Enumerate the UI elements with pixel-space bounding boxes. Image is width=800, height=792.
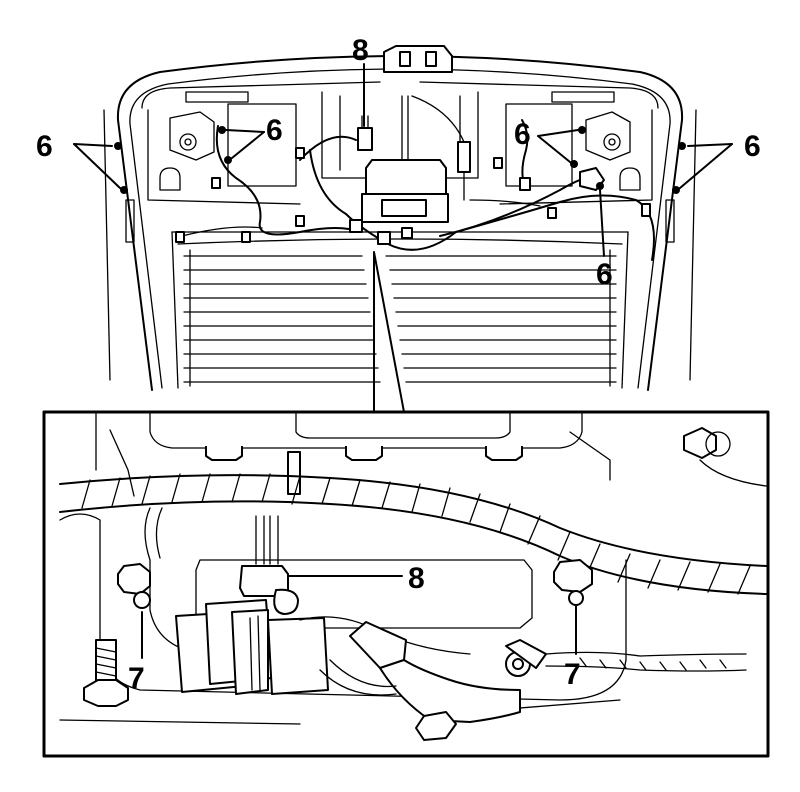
bolt-7-loose (83, 639, 129, 707)
liftgate-overview: 6 6 6 6 6 8 (36, 34, 761, 391)
callout-6-lower-right: 6 (596, 258, 613, 291)
callout-8-inset: 8 (408, 562, 425, 595)
callout-8-top: 8 (352, 34, 369, 67)
rear-window-defroster (183, 249, 617, 387)
callout-6-far-right: 6 (744, 130, 761, 163)
leader-lines-top (73, 63, 733, 257)
harness-band (59, 473, 767, 595)
callout-7-left: 7 (128, 662, 145, 695)
detail-inset: 7 7 8 (42, 410, 770, 758)
callout-6-left: 6 (266, 114, 283, 147)
callout-7-right: 7 (564, 658, 581, 691)
callout-6-far-left: 6 (36, 130, 53, 163)
wiring-harness (181, 119, 655, 261)
zoom-pointer (373, 251, 405, 413)
callout-6-right: 6 (514, 118, 531, 151)
fastener-points-6 (114, 126, 686, 194)
